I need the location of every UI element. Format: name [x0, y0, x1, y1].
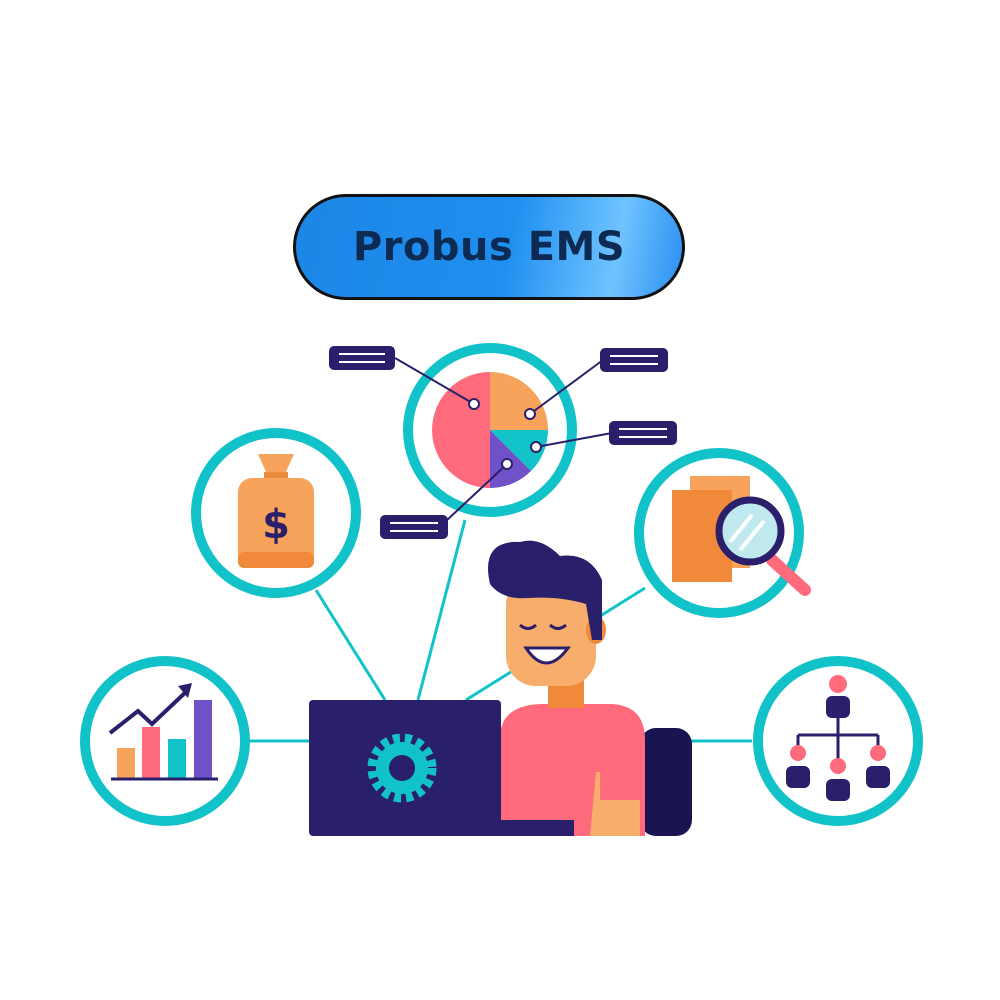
person-illustration	[488, 540, 692, 836]
laptop-illustration	[309, 700, 574, 836]
pie-callouts	[394, 357, 613, 522]
label-tag	[380, 515, 448, 539]
document-search-node	[634, 448, 811, 618]
org-chart-node	[753, 656, 923, 826]
svg-text:$: $	[262, 502, 290, 548]
label-tag	[609, 421, 677, 445]
title-badge: Probus EMS	[293, 194, 685, 300]
money-bag-icon: $	[238, 454, 314, 568]
pie-label-tags	[329, 346, 677, 539]
label-tag	[600, 348, 668, 372]
document-search-icon	[672, 476, 811, 596]
label-tag	[329, 346, 395, 370]
bar-chart-trend-icon	[108, 683, 218, 781]
pie-callout-dots	[468, 398, 542, 470]
gear-icon	[367, 733, 437, 803]
title-text: Probus EMS	[352, 224, 626, 270]
org-chart-icon	[786, 675, 890, 801]
money-bag-node: $	[191, 428, 361, 598]
growth-chart-node	[80, 656, 250, 826]
pie-chart-node	[329, 343, 677, 539]
